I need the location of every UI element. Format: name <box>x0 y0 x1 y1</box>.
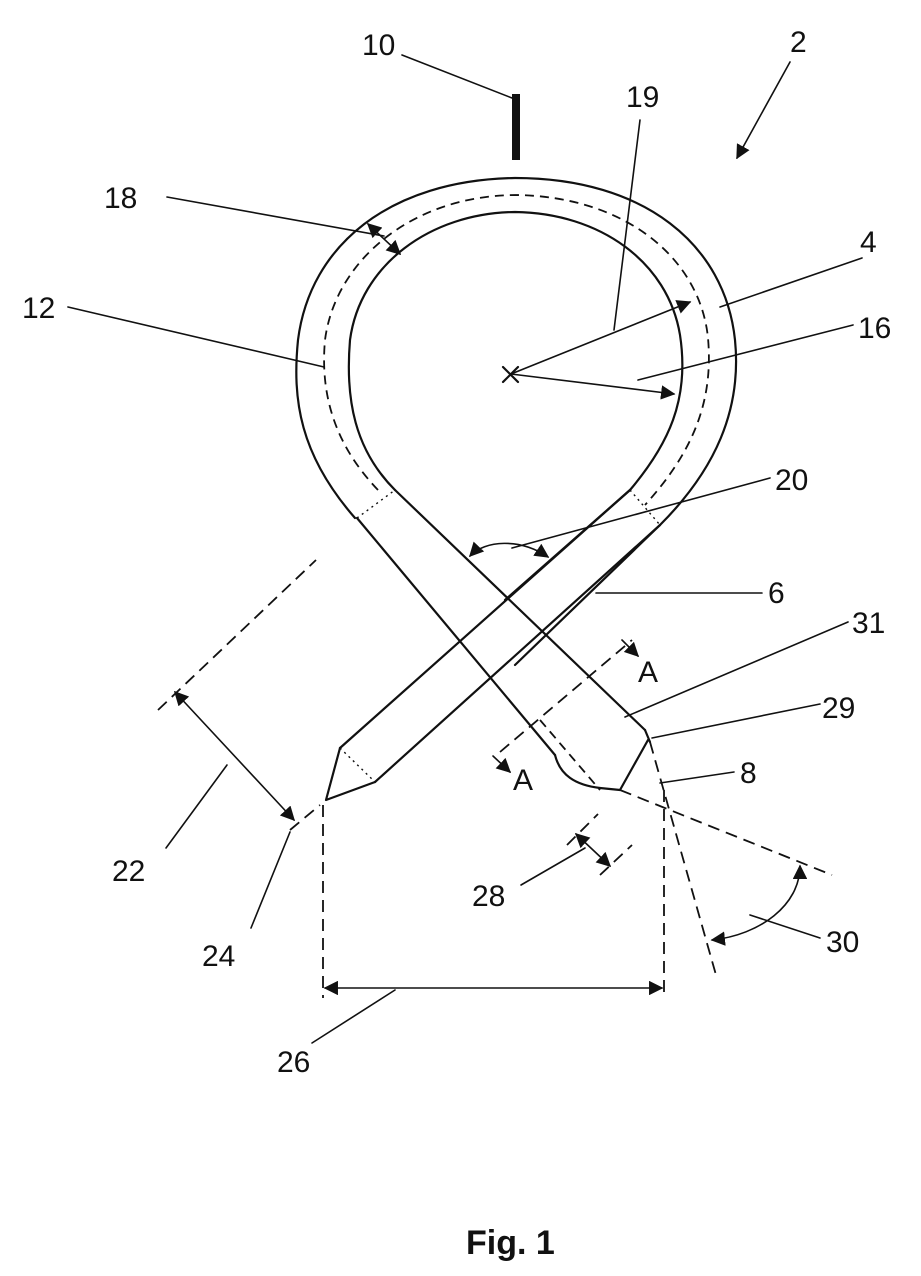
leader-29 <box>652 704 820 738</box>
label-19: 19 <box>626 81 659 114</box>
width-18-arrow <box>368 224 400 254</box>
leader-31 <box>625 622 848 717</box>
leader-16 <box>638 325 853 380</box>
label-20: 20 <box>775 464 808 497</box>
right-tip <box>555 740 648 790</box>
label-29: 29 <box>822 692 855 725</box>
label-4: 4 <box>860 226 877 259</box>
dim28-ext-b <box>600 845 632 875</box>
label-18: 18 <box>104 182 137 215</box>
right-leg-lower-edge <box>357 518 555 755</box>
angle30-leg-flat <box>620 790 832 875</box>
angle-30 <box>620 742 832 975</box>
label-24: 24 <box>202 940 235 973</box>
leader-19 <box>614 120 640 330</box>
label-6: 6 <box>768 577 785 610</box>
section-label-a-bottom: A <box>513 764 533 797</box>
dim22-dash-lower <box>290 805 320 830</box>
label-22: 22 <box>112 855 145 888</box>
leader-20 <box>512 478 770 548</box>
leader-8 <box>660 772 734 783</box>
angle-20-arc <box>470 543 548 557</box>
leader-28 <box>521 848 585 885</box>
loop-tick-left <box>357 490 395 518</box>
leader-10 <box>402 55 512 98</box>
label-2: 2 <box>790 26 807 59</box>
angle30-arc <box>712 866 800 940</box>
label-10: 10 <box>362 29 395 62</box>
attachment-stub <box>512 94 520 160</box>
section-arrow-top <box>622 640 638 656</box>
leader-lines <box>68 55 862 1043</box>
right-tip-dashed <box>540 720 600 790</box>
radius-19-line <box>511 302 690 374</box>
loop-inner-contour <box>349 212 683 600</box>
label-31: 31 <box>852 607 885 640</box>
leader-24 <box>251 832 290 928</box>
section-arrow-bottom <box>493 756 510 772</box>
section-line <box>500 640 632 752</box>
figure-caption: Fig. 1 <box>466 1224 555 1262</box>
label-12: 12 <box>22 292 55 325</box>
left-leg <box>326 490 660 800</box>
center-and-radii <box>503 302 690 394</box>
leader-4 <box>720 258 862 307</box>
label-8: 8 <box>740 757 757 790</box>
dimension-22 <box>158 560 320 830</box>
loop-tick-right <box>630 490 660 525</box>
leader-30 <box>750 915 820 938</box>
left-leg-upper-edge <box>340 490 630 748</box>
label-28: 28 <box>472 880 505 913</box>
dim22-arrow <box>175 692 294 820</box>
dim22-dash-upper <box>158 560 316 710</box>
right-leg <box>357 490 650 790</box>
dimension-28 <box>567 814 632 875</box>
loop-center-dashed <box>324 195 709 505</box>
left-tip-dotted <box>340 748 375 782</box>
leader-22 <box>166 765 227 848</box>
label-30: 30 <box>826 926 859 959</box>
leader-12 <box>68 307 324 367</box>
leader-26 <box>312 990 395 1043</box>
leader-2 <box>737 62 790 158</box>
label-26: 26 <box>277 1046 310 1079</box>
leader-18 <box>167 197 384 236</box>
section-label-a-top: A <box>638 656 658 689</box>
label-16: 16 <box>858 312 891 345</box>
